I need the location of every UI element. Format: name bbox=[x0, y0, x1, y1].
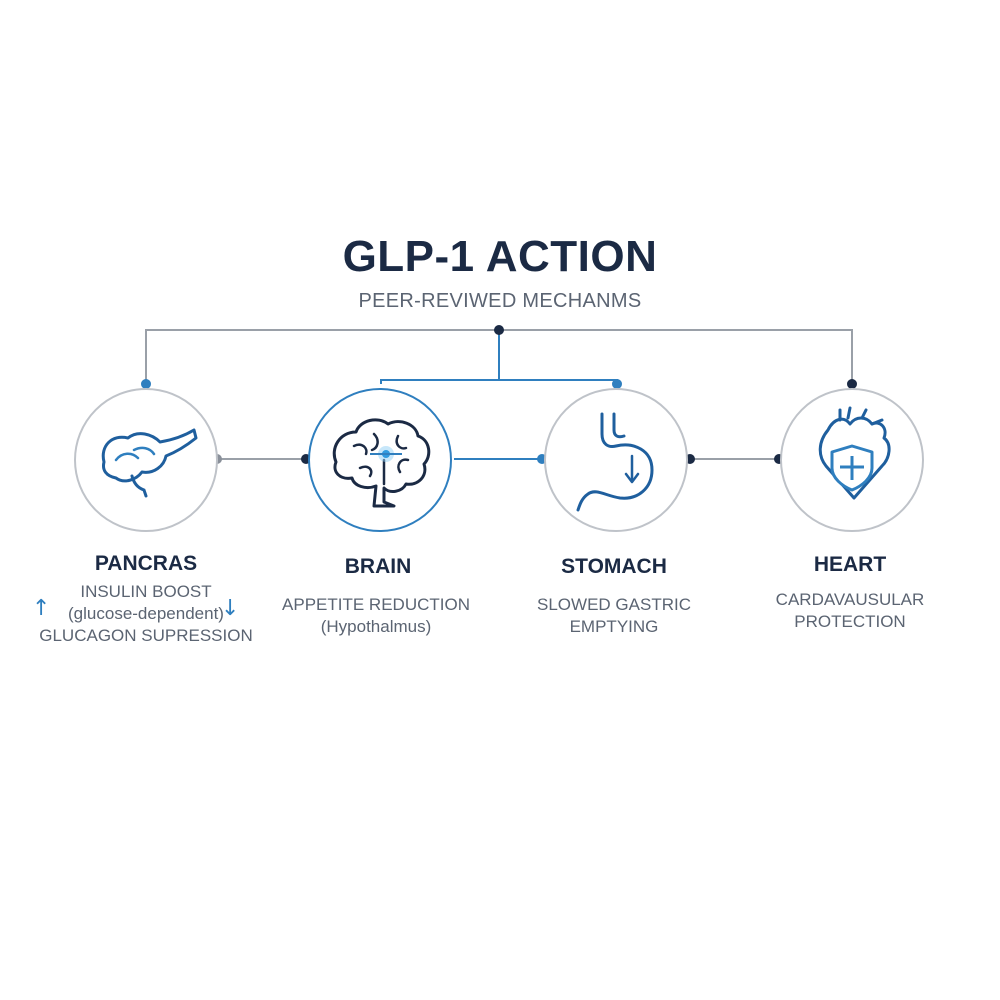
organ-label-stomach: STOMACH bbox=[561, 555, 667, 578]
heart-node bbox=[780, 388, 924, 532]
organ-desc-stomach: SLOWED GASTRIC EMPTYING bbox=[484, 594, 744, 638]
page-subtitle: PEER-REVIWED MECHANMS bbox=[358, 290, 642, 312]
desc-line: CARDAVAUSULAR bbox=[775, 590, 925, 609]
desc-line: INSULIN BOOST bbox=[80, 582, 212, 601]
pancreas-node bbox=[74, 388, 218, 532]
desc-line: APPETITE REDUCTION bbox=[282, 595, 470, 614]
page-title: GLP-1 ACTION bbox=[342, 232, 658, 281]
stomach-icon bbox=[576, 412, 654, 512]
organ-desc-pancreas: INSULIN BOOST (glucose-dependent) GLUCAG… bbox=[16, 581, 276, 647]
down-arrow-icon: ↓ bbox=[221, 596, 240, 621]
dot-top-center bbox=[494, 325, 504, 335]
dot-pancreas-top bbox=[141, 379, 151, 389]
stomach-node bbox=[544, 388, 688, 532]
desc-line: GLUCAGON SUPRESSION bbox=[39, 626, 253, 645]
brain-node bbox=[308, 388, 452, 532]
organ-desc-heart: CARDAVAUSULAR PROTECTION bbox=[720, 589, 980, 633]
dot-heart-top bbox=[847, 379, 857, 389]
desc-line: SLOWED GASTRIC bbox=[537, 595, 691, 614]
desc-line: EMPTYING bbox=[569, 617, 659, 636]
pancreas-icon bbox=[101, 428, 198, 498]
inner-bracket-line bbox=[380, 379, 618, 384]
desc-line: (glucose-dependent) bbox=[68, 604, 224, 623]
organ-label-brain: BRAIN bbox=[344, 555, 412, 578]
organ-label-pancreas: PANCRAS bbox=[94, 552, 198, 575]
desc-line: PROTECTION bbox=[794, 612, 906, 631]
desc-line: (Hypothalmus) bbox=[320, 617, 432, 636]
organ-label-heart: HEART bbox=[813, 553, 887, 576]
brain-icon bbox=[332, 418, 431, 508]
dot-stomach-top bbox=[612, 379, 622, 389]
up-arrow-icon: ↑ bbox=[32, 596, 51, 621]
organ-desc-brain: APPETITE REDUCTION (Hypothalmus) bbox=[246, 594, 506, 638]
heart-shield-icon bbox=[818, 406, 891, 500]
